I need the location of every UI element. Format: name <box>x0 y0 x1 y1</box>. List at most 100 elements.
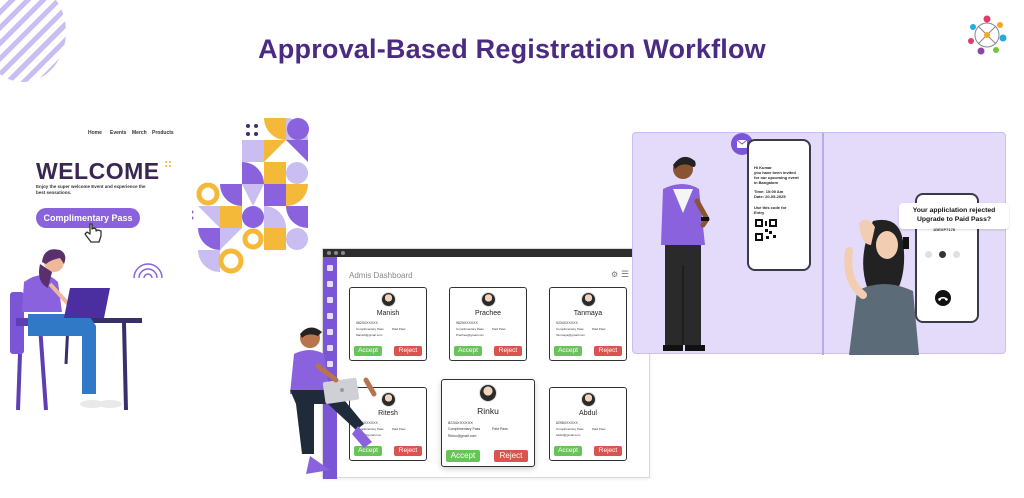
nav-item-merch[interactable]: Merch <box>132 130 147 136</box>
registrant-status: Paid Pass <box>392 427 406 431</box>
scene-divider <box>822 133 824 355</box>
window-dot <box>327 251 331 255</box>
registrant-status: Paid Pass <box>392 327 406 331</box>
dashboard-title: Admis Dashboard <box>349 271 413 280</box>
qr-code-icon <box>755 219 777 241</box>
reject-button[interactable]: Reject <box>594 346 622 356</box>
gear-icon[interactable]: ⚙ <box>611 270 619 279</box>
registrant-pass-type: Complimentary Pass <box>356 327 384 331</box>
window-dot <box>341 251 345 255</box>
settings-icon[interactable] <box>327 329 333 335</box>
search-icon[interactable] <box>327 281 333 287</box>
keypad-icon[interactable] <box>939 251 946 258</box>
accept-button[interactable]: Accept <box>554 346 582 356</box>
avatar <box>479 384 497 402</box>
hand-cursor-icon <box>84 223 102 243</box>
invite-line: in Bangalore <box>754 180 779 185</box>
registrant-status: Paid Pass <box>592 427 606 431</box>
registrant-name: Ritesh <box>378 410 398 417</box>
registrant-pass-type: Complimentary Pass <box>556 327 584 331</box>
avatar <box>480 292 496 307</box>
upset-woman-illustration <box>844 219 919 355</box>
reject-button[interactable]: Reject <box>494 450 528 462</box>
registrant-pass-type: Complimentary Pass <box>448 427 481 431</box>
invite-line: for our upcoming event <box>754 175 799 180</box>
registrant-card-tanmaya: Tanmaya 9234XXXXXX Complimentary Pass Pa… <box>549 287 627 361</box>
speaker-icon[interactable] <box>953 251 960 258</box>
registrant-phone: 9620XXXXXX <box>356 321 378 325</box>
registrant-card-prachee: Prachee 9625XXXXXX Complimentary Pass Pa… <box>449 287 527 361</box>
invite-line: you have been invited <box>754 170 796 175</box>
rejection-message: Your appliclation rejected Upgrade to Pa… <box>899 203 1009 229</box>
geometric-pattern <box>192 118 309 274</box>
accept-button[interactable]: Accept <box>446 450 480 462</box>
invite-code-note: Use this code for Entry <box>754 205 787 215</box>
home-icon[interactable] <box>327 265 333 271</box>
registrant-status: Paid Pass <box>492 327 506 331</box>
accept-button[interactable]: Accept <box>554 446 582 456</box>
rejection-message-line: Your appliclation rejected <box>912 207 996 214</box>
reject-button[interactable]: Reject <box>394 446 422 456</box>
nav-item-home[interactable]: Home <box>88 130 102 136</box>
registrant-status: Paid Pass <box>492 427 508 431</box>
accept-button[interactable]: Accept <box>354 346 382 356</box>
registrant-phone: 8298XXXXXX <box>556 421 578 425</box>
registrant-name: Manish <box>376 310 400 317</box>
man-with-laptop-illustration <box>290 327 377 474</box>
notification-scene: Hi Kumar you have been invited for our u… <box>632 132 1009 355</box>
registrant-pass-type: Complimentary Pass <box>556 427 584 431</box>
invite-greeting: Hi Kumar <box>754 165 772 170</box>
registrant-email: Rinku@gmail.com <box>448 434 477 438</box>
registrant-pass-type: Complimentary Pass <box>356 427 384 431</box>
man-with-phone-illustration <box>661 156 710 351</box>
nav-item-events[interactable]: Events <box>110 130 127 136</box>
registrant-name: Prachee <box>474 310 502 317</box>
invite-phone: Hi Kumar you have been invited for our u… <box>747 139 811 271</box>
window-dot <box>334 251 338 255</box>
woman-at-desk-illustration <box>10 249 142 411</box>
registrant-email: Tanmaya@gmail.com <box>556 333 585 337</box>
registrant-email: Manish@gmail.com <box>356 333 383 337</box>
registrant-phone: 8234XXXXXX <box>448 420 473 425</box>
decorative-arcs <box>133 263 163 279</box>
registrant-name: Abdul <box>579 410 597 417</box>
reject-button[interactable]: Reject <box>494 346 522 356</box>
window-titlebar <box>323 249 649 257</box>
accept-button[interactable]: Accept <box>354 446 382 456</box>
menu-icon[interactable]: ☰ <box>621 269 630 279</box>
hang-up-icon[interactable] <box>935 290 951 306</box>
invite-date: Date: 20-05-2025 <box>754 194 786 199</box>
registrant-phone: 9876XXXXXX <box>356 421 378 425</box>
registrant-card-abdul: Abdul 8298XXXXXX Complimentary Pass Paid… <box>549 387 627 461</box>
add-call-icon[interactable] <box>925 251 932 258</box>
registrant-name: Tanmaya <box>573 310 603 317</box>
reject-button[interactable]: Reject <box>594 446 622 456</box>
avatar <box>380 392 396 407</box>
invite-time: Time: 10:00 Am <box>754 189 784 194</box>
page-title: Approval-Based Registration Workflow <box>258 34 766 64</box>
registrant-phone: 9625XXXXXX <box>456 321 478 325</box>
dashboard-sidebar <box>323 257 337 479</box>
registrant-status: Paid Pass <box>592 327 606 331</box>
users-icon[interactable] <box>327 297 333 303</box>
registrant-card-manish: Manish 9620XXXXXX Complimentary Pass Pai… <box>349 287 427 361</box>
welcome-subtitle: Enjoy the super welcome Event and experi… <box>36 184 146 195</box>
reject-button[interactable]: Reject <box>394 346 422 356</box>
avatar <box>580 292 596 307</box>
chat-icon[interactable] <box>327 313 333 319</box>
phone-icon[interactable] <box>327 345 333 351</box>
accept-button[interactable]: Accept <box>454 346 482 356</box>
registrant-name: Rinku <box>477 406 499 416</box>
logout-icon[interactable] <box>327 361 333 367</box>
avatar <box>580 392 596 407</box>
rejection-message-line: Upgrade to Paid Pass? <box>916 216 992 223</box>
brand-logo-icon <box>968 15 1007 55</box>
rejection-code: 1DEXP7178 <box>933 227 956 232</box>
nav-item-products[interactable]: Products <box>152 130 174 136</box>
registrant-email: Prachee@gmail.com <box>456 333 484 337</box>
complimentary-pass-button[interactable]: Complimentary Pass <box>36 208 140 228</box>
avatar <box>380 292 396 307</box>
decorative-dots <box>165 161 171 167</box>
registrant-phone: 9234XXXXXX <box>556 321 578 325</box>
registrant-pass-type: Complimentary Pass <box>456 327 484 331</box>
